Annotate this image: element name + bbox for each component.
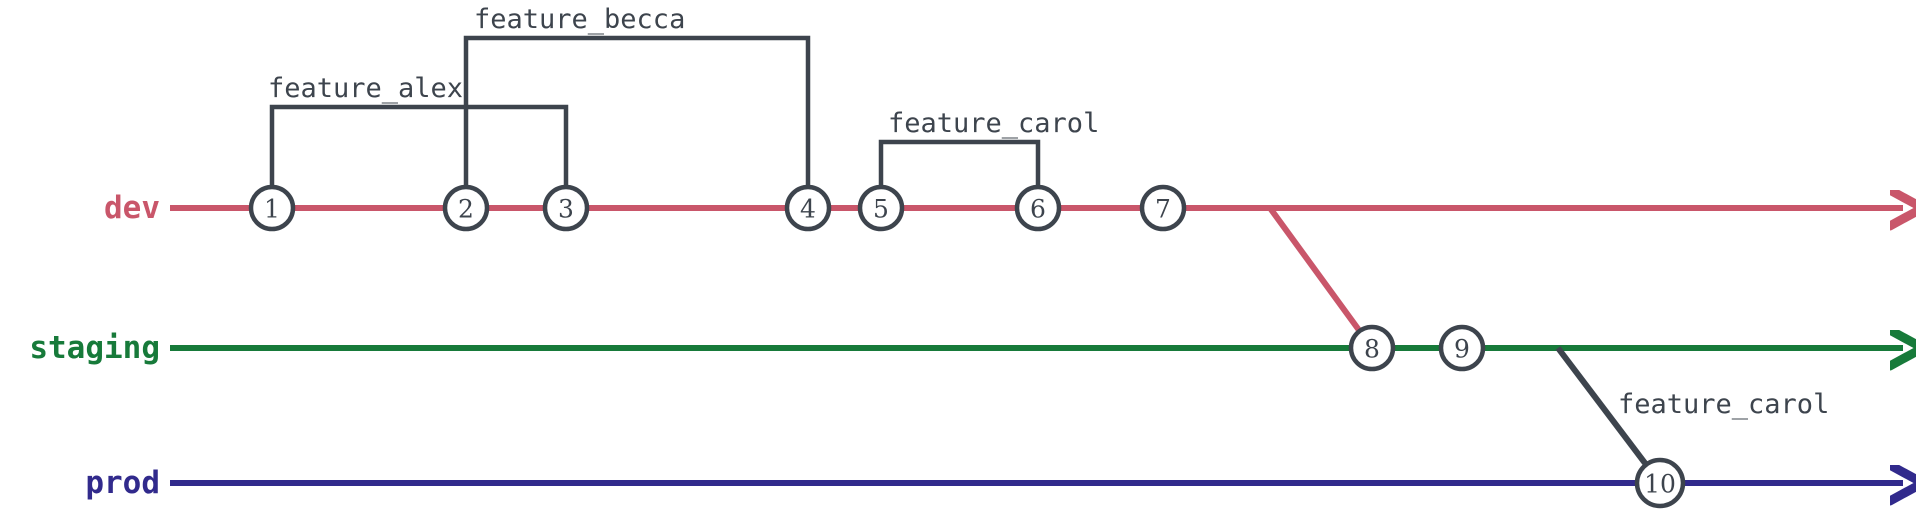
commit-node-7[interactable]: 7 <box>1139 184 1187 232</box>
branch-lines <box>170 208 1903 483</box>
commit-circle-5 <box>857 184 905 232</box>
merge-lines <box>1267 206 1663 485</box>
commit-node-4[interactable]: 4 <box>784 184 832 232</box>
commit-circle-10 <box>1634 457 1686 509</box>
merge-line-dev-to-staging <box>1267 206 1375 350</box>
feature-brackets <box>269 35 1041 208</box>
commit-label-5: 5 <box>873 195 889 224</box>
commit-label-9: 9 <box>1454 335 1470 364</box>
branch-label-staging: staging <box>29 330 160 366</box>
commit-label-7: 7 <box>1155 195 1171 224</box>
feature-label-feature-carol-dev: feature_carol <box>888 108 1099 139</box>
bracket-feature-alex <box>269 104 569 208</box>
commit-node-6[interactable]: 6 <box>1014 184 1062 232</box>
branch-label-prod: prod <box>85 465 160 501</box>
commit-label-4: 4 <box>800 195 816 224</box>
bracket-feature-carol-dev <box>878 139 1041 208</box>
commit-node-9[interactable]: 9 <box>1438 324 1486 372</box>
commit-circle-9 <box>1438 324 1486 372</box>
feature-label-feature-alex: feature_alex <box>268 73 463 104</box>
commit-label-10: 10 <box>1644 470 1676 499</box>
commit-circle-2 <box>442 184 490 232</box>
commit-node-1[interactable]: 1 <box>248 184 296 232</box>
commit-nodes: 1 2 3 4 5 6 7 8 9 10 <box>248 184 1686 509</box>
commit-circle-6 <box>1014 184 1062 232</box>
commit-label-6: 6 <box>1030 195 1046 224</box>
feature-label-feature-becca: feature_becca <box>474 4 685 35</box>
branch-label-dev: dev <box>104 190 160 226</box>
commit-node-8[interactable]: 8 <box>1348 324 1396 372</box>
commit-label-8: 8 <box>1364 335 1380 364</box>
commit-circle-7 <box>1139 184 1187 232</box>
commit-label-2: 2 <box>458 195 474 224</box>
commit-node-2[interactable]: 2 <box>442 184 490 232</box>
commit-circle-1 <box>248 184 296 232</box>
commit-node-10[interactable]: 10 <box>1634 457 1686 509</box>
bracket-feature-becca <box>463 35 811 208</box>
text-labels: dev staging prod feature_alex feature_beccaf… <box>29 4 1829 501</box>
commit-circle-8 <box>1348 324 1396 372</box>
commit-circle-3 <box>542 184 590 232</box>
commit-node-5[interactable]: 5 <box>857 184 905 232</box>
merge-line-staging-to-prod <box>1555 346 1663 485</box>
merge-label-staging-to-prod: feature_carol <box>1618 389 1829 420</box>
commit-label-3: 3 <box>558 195 574 224</box>
commit-node-3[interactable]: 3 <box>542 184 590 232</box>
commit-label-1: 1 <box>264 195 280 224</box>
commit-circle-4 <box>784 184 832 232</box>
